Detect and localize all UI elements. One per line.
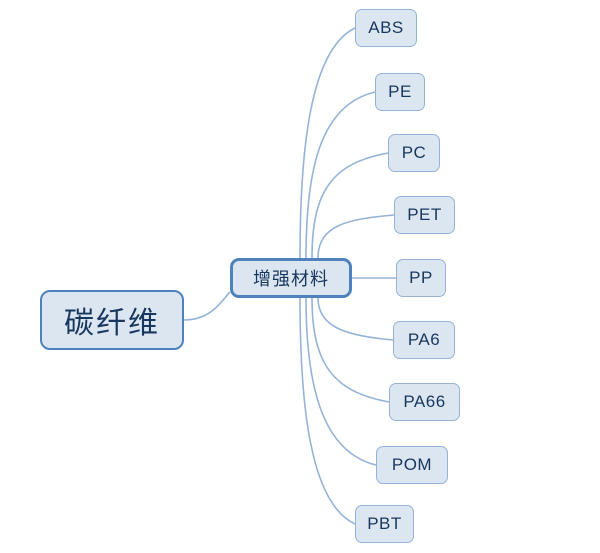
node-leaf-pe[interactable]: PE — [375, 73, 425, 111]
node-leaf-pet[interactable]: PET — [394, 196, 455, 234]
edge-root-to-center — [183, 291, 231, 321]
node-leaf-label: PBT — [367, 514, 402, 533]
node-leaf-label: PET — [407, 205, 442, 224]
edge-center-to-pe — [305, 91, 376, 259]
edge-center-to-pc — [311, 152, 389, 259]
edge-center-to-pa6 — [317, 297, 394, 341]
node-leaf-pom[interactable]: POM — [376, 446, 448, 484]
node-leaf-label: POM — [391, 455, 433, 474]
node-leaf-abs[interactable]: ABS — [355, 9, 417, 47]
node-leaf-label: PP — [409, 268, 433, 287]
node-leaf-pa66[interactable]: PA66 — [389, 383, 460, 421]
node-leaf-label: ABS — [368, 18, 404, 37]
node-leaf-label: PE — [388, 82, 412, 101]
edge-center-to-pom — [305, 297, 377, 466]
node-root[interactable]: 碳纤维 — [40, 290, 184, 350]
edge-center-to-abs — [299, 27, 356, 259]
node-root-label: 碳纤维 — [64, 307, 160, 340]
node-leaf-label: PA66 — [403, 392, 446, 411]
edge-center-to-pa66 — [311, 297, 390, 403]
node-leaf-pbt[interactable]: PBT — [355, 505, 414, 543]
edge-center-to-pet — [317, 214, 395, 259]
node-leaf-label: PA6 — [407, 330, 441, 349]
node-center[interactable]: 增强材料 — [230, 258, 352, 298]
edge-center-to-pbt — [299, 297, 356, 525]
node-leaf-pa6[interactable]: PA6 — [393, 321, 455, 359]
node-leaf-pp[interactable]: PP — [396, 259, 446, 297]
node-leaf-label: PC — [401, 143, 427, 162]
node-center-label: 增强材料 — [253, 269, 329, 289]
node-leaf-pc[interactable]: PC — [388, 134, 440, 172]
